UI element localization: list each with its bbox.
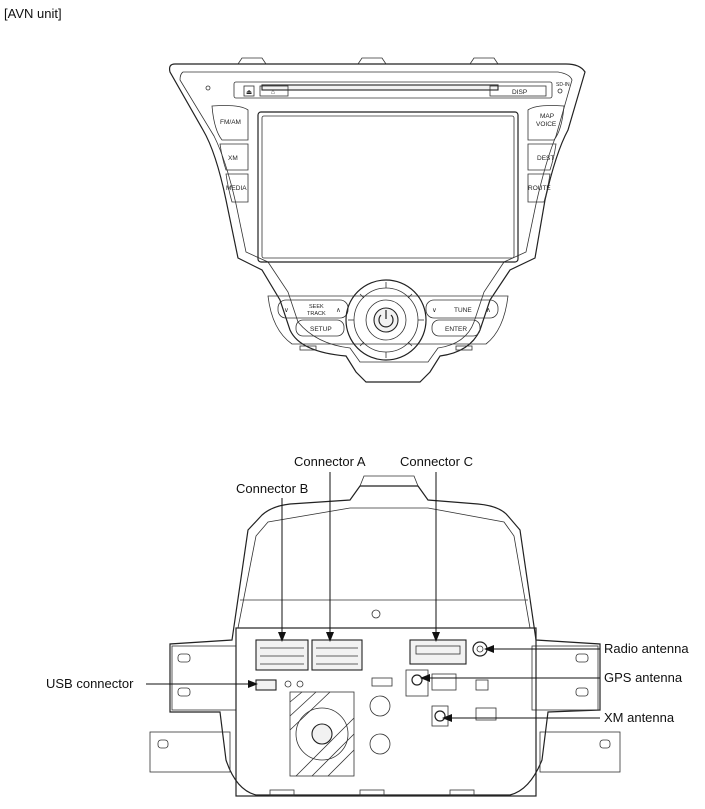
page-title: [AVN unit] xyxy=(4,6,62,21)
media-label: MEDIA xyxy=(226,185,247,192)
connector-a xyxy=(311,639,363,671)
connector-c-arrow xyxy=(432,632,440,642)
connector-c-label: Connector C xyxy=(400,454,473,469)
route-button[interactable] xyxy=(527,173,551,203)
connector-b-label: Connector B xyxy=(236,481,308,496)
mic-icon xyxy=(205,85,211,91)
gps-antenna-label: GPS antenna xyxy=(604,670,683,685)
map-voice-button[interactable] xyxy=(527,105,565,141)
connector-a-arrow xyxy=(326,632,334,642)
sd-slot-icon xyxy=(557,88,563,94)
gps-antenna-jack xyxy=(411,674,423,686)
callout-gps-antenna: GPS antenna xyxy=(420,670,683,685)
xm-antenna-label: XM antenna xyxy=(604,710,675,725)
connector-b xyxy=(255,639,309,671)
usb-connector-arrow xyxy=(248,680,258,688)
home-icon: ⌂ xyxy=(271,89,275,96)
callout-connector-b: Connector B xyxy=(236,481,308,642)
callout-connector-a: Connector A xyxy=(294,454,366,642)
seek-up-icon: ∧ xyxy=(336,307,341,314)
rear-panel xyxy=(235,627,537,797)
gps-antenna-arrow xyxy=(420,674,430,682)
disp-label: DISP xyxy=(512,89,527,96)
tune-down-icon: ∨ xyxy=(432,307,437,314)
callout-usb-connector: USB connector xyxy=(46,676,258,691)
dest-label: DEST xyxy=(537,155,554,162)
map-label: MAP xyxy=(540,113,554,120)
media-button[interactable] xyxy=(225,173,249,203)
usb-connector xyxy=(255,679,277,691)
power-volume-knob[interactable] xyxy=(345,279,427,361)
left-mount-hole-top xyxy=(177,653,191,663)
xm-label: XM xyxy=(228,155,238,162)
setup-label: SETUP xyxy=(310,326,332,333)
radio-antenna-arrow xyxy=(484,645,494,653)
usb-connector-label: USB connector xyxy=(46,676,134,691)
right-mount-hole-top xyxy=(575,653,589,663)
enter-button[interactable] xyxy=(431,319,481,337)
xm-button[interactable] xyxy=(219,143,249,171)
radio-antenna-label: Radio antenna xyxy=(604,641,689,656)
enter-label: ENTER xyxy=(445,326,467,333)
xm-antenna-arrow xyxy=(442,714,452,722)
fm-am-label: FM/AM xyxy=(220,119,241,126)
seek-label: SEEK xyxy=(309,304,324,310)
connector-c xyxy=(409,639,467,665)
track-label: TRACK xyxy=(307,311,326,317)
cd-eject-icon: ⏏ xyxy=(246,89,252,96)
connector-a-label: Connector A xyxy=(294,454,366,469)
avn-rear-view xyxy=(149,475,621,797)
xm-antenna-jack xyxy=(434,710,446,722)
right-mount-hole-bottom xyxy=(575,687,589,697)
home-button[interactable] xyxy=(259,85,289,97)
dest-button[interactable] xyxy=(527,143,557,171)
route-label: ROUTE xyxy=(528,185,551,192)
voice-label: VOICE xyxy=(536,121,557,128)
setup-button[interactable] xyxy=(295,319,345,337)
fm-am-button[interactable] xyxy=(211,105,249,141)
sd-in-label: SD-IN xyxy=(556,82,570,88)
tune-button[interactable] xyxy=(425,299,499,319)
cd-eject-button[interactable] xyxy=(243,85,255,97)
avn-front-view: ⏏ ⌂ DISP SD-IN FM/AM XM MEDIA MAP VOICE … xyxy=(168,57,586,383)
disp-button[interactable] xyxy=(489,85,547,97)
callout-xm-antenna: XM antenna xyxy=(442,710,675,725)
display-screen[interactable] xyxy=(257,111,519,263)
callout-radio-antenna: Radio antenna xyxy=(484,641,689,656)
left-mount-hole-bottom xyxy=(177,687,191,697)
tune-up-icon: ∧ xyxy=(486,307,491,314)
connector-b-arrow xyxy=(278,632,286,642)
power-icon xyxy=(378,310,394,328)
tune-label: TUNE xyxy=(454,307,472,314)
seek-down-icon: ∨ xyxy=(284,307,289,314)
callout-connector-c: Connector C xyxy=(400,454,473,642)
